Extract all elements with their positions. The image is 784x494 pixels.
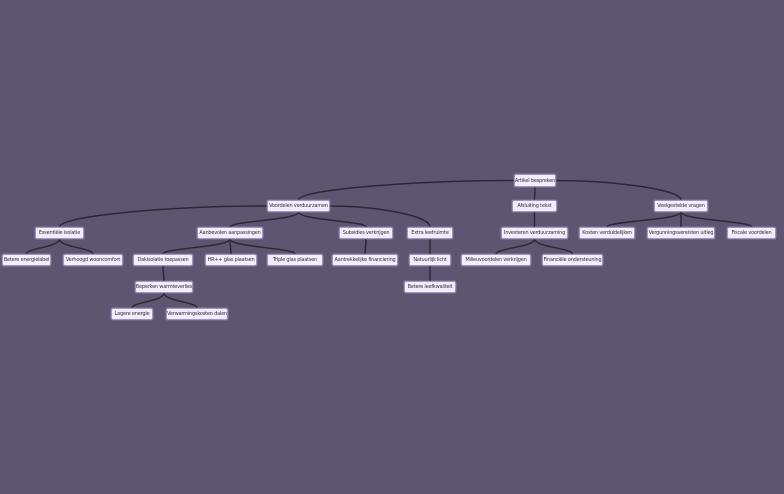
edge-artikel-bespreken-to-voordelen-verduurzamen [297,179,515,201]
edge-beperken-warmteverlies-to-lagere-energie [131,292,165,309]
mindmap-node-verwarmingskosten-dalen[interactable]: Verwarmingskosten dalen [166,308,228,320]
edge-investeren-verduurzaming-to-milieuvoordelen-verkrijgen [495,238,536,255]
mindmap-node-subsidies-verkrijgen[interactable]: Subsidies verkrijgen [339,227,393,239]
edge-beperken-warmteverlies-to-verwarmingskosten-dalen [163,292,198,309]
edge-voordelen-verduurzamen-to-aanbevolen-aanpassingen [229,211,300,228]
mindmap-node-essentiele-isolatie[interactable]: Essentiële isolatie [35,227,84,239]
mindmap-node-artikel-bespreken[interactable]: Artikel bespreken [514,174,556,187]
edge-dakisolatie-toepassen-to-beperken-warmteverlies [162,265,165,282]
mindmap-node-kosten-verduidelijken[interactable]: Kosten verduidelijken [579,227,635,239]
edge-aanbevolen-aanpassingen-to-triple-glas-plaatsen [229,238,296,255]
edge-veelgestelde-vragen-to-kosten-verduidelijken [606,211,682,228]
mindmap-node-dakisolatie-toepassen[interactable]: Dakisolatie toepassen [133,254,193,266]
mindmap-node-financiele-ondersteuning[interactable]: Financiële ondersteuning [542,254,603,266]
mindmap-node-fiscale-voordelen[interactable]: Fiscale voordelen [727,227,776,239]
mindmap-node-voordelen-verduurzamen[interactable]: Voordelen verduurzamen [267,200,330,212]
mindmap-node-betere-energielabel[interactable]: Betere energielabel [2,254,51,266]
edge-investeren-verduurzaming-to-financiele-ondersteuning [533,238,574,255]
edge-voordelen-verduurzamen-to-extra-leefruimte [329,205,431,228]
edge-subsidies-verkrijgen-to-aantrekkelijke-financiering [364,238,367,255]
edge-essentiele-isolatie-to-betere-energielabel [25,238,61,255]
edge-artikel-bespreken-to-afsluiting-tekst [533,186,536,201]
mindmap-node-verhoogd-wooncomfort[interactable]: Verhoogd wooncomfort [63,254,123,266]
mindmap-node-aanbevolen-aanpassingen[interactable]: Aanbevolen aanpassingen [197,227,263,239]
edge-aanbevolen-aanpassingen-to-hr-glas-plaatsen [229,238,232,255]
edge-aanbevolen-aanpassingen-to-dakisolatie-toepassen [162,238,231,255]
mindmap-node-triple-glas-plaatsen[interactable]: Triple glas plaatsen [267,254,323,266]
mindmap-node-betere-leefkwaliteit[interactable]: Betere leefkwaliteit [404,281,456,293]
mindmap-node-vergunningsvereisten-uitleg[interactable]: Vergunningsvereisten uitleg [647,227,715,239]
edge-veelgestelde-vragen-to-fiscale-voordelen [680,211,753,228]
edge-voordelen-verduurzamen-to-essentiele-isolatie [58,205,268,228]
mindmap-node-investeren-verduurzaming[interactable]: Investeren verduurzaming [501,227,568,239]
mindmap-node-afsluiting-tekst[interactable]: Afsluiting tekst [512,200,557,212]
edge-essentiele-isolatie-to-verhoogd-wooncomfort [58,238,94,255]
edge-artikel-bespreken-to-veelgestelde-vragen [555,179,682,201]
mindmap-node-aantrekkelijke-financiering[interactable]: Aantrekkelijke financiering [332,254,398,266]
edge-voordelen-verduurzamen-to-subsidies-verkrijgen [297,211,367,228]
mindmap-node-beperken-warmteverlies[interactable]: Beperken warmteverlies [135,281,193,293]
mindmap-node-hr-glas-plaatsen[interactable]: HR++ glas plaatsen [205,254,257,266]
mindmap-node-lagere-energie[interactable]: Lagere energie [111,308,153,320]
mindmap-node-milieuvoordelen-verkrijgen[interactable]: Milieuvoordelen verkrijgen [461,254,531,266]
mindmap-node-natuurlijk-licht[interactable]: Natuurlijk licht [409,254,451,266]
mindmap-node-extra-leefruimte[interactable]: Extra leefruimte [407,227,453,239]
mindmap-node-veelgestelde-vragen[interactable]: Veelgestelde vragen [654,200,708,212]
